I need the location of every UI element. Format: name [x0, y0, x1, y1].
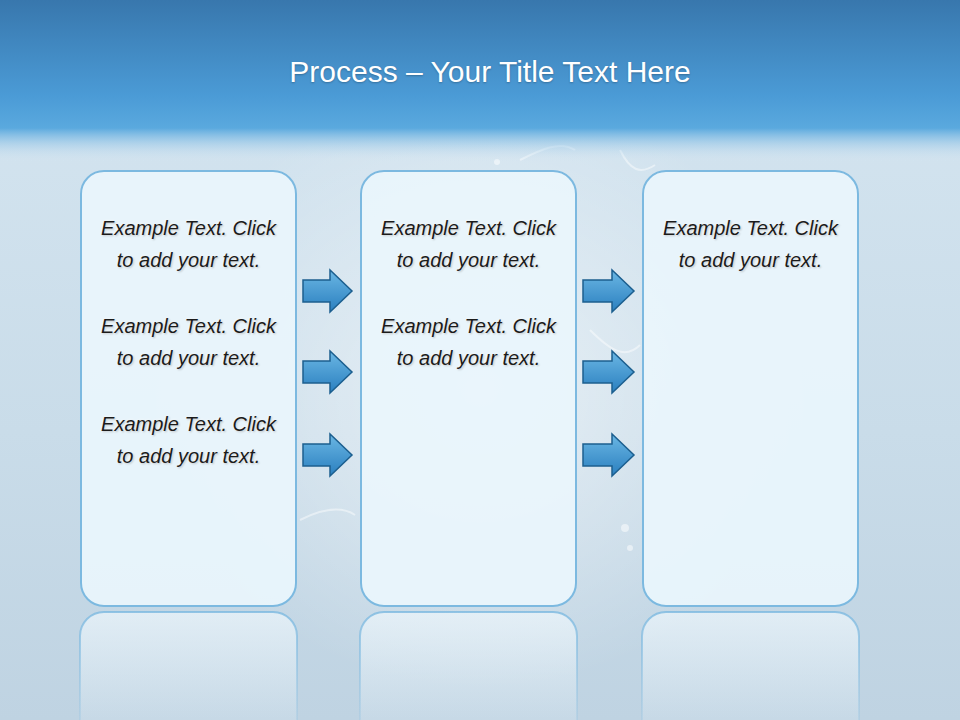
step-text: Example Text. Click to add your text. [94, 310, 283, 374]
step-text: Example Text. Click to add your text. [94, 408, 283, 472]
block-arrow [303, 351, 352, 393]
block-arrow [303, 270, 352, 312]
block-arrow [303, 434, 352, 476]
step-text: Example Text. Click to add your text. [94, 212, 283, 276]
process-box: Example Text. Click to add your text. [642, 170, 859, 607]
block-arrow [583, 270, 634, 312]
step-text: Example Text. Click to add your text. [374, 212, 563, 276]
step-text: Example Text. Click to add your text. [374, 310, 563, 374]
box-reflections [80, 612, 859, 720]
block-arrow [583, 351, 634, 393]
process-box: Example Text. Click to add your text. Exa… [80, 170, 297, 607]
process-box: Example Text. Click to add your text. Exa… [360, 170, 577, 607]
slide-title: Process – Your Title Text Here [10, 52, 960, 92]
block-arrow [583, 434, 634, 476]
step-text: Example Text. Click to add your text. [656, 212, 845, 276]
